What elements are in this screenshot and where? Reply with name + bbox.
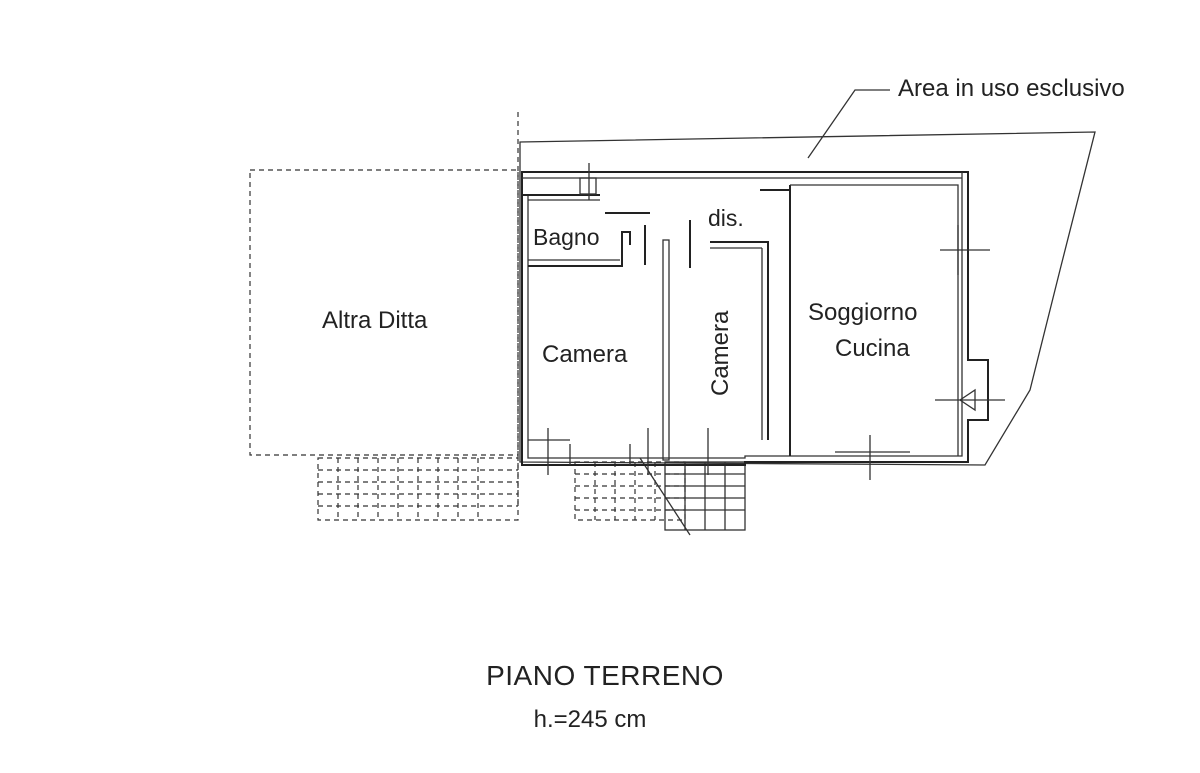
external-stairs-solid <box>639 457 746 536</box>
corridor-label: dis. <box>708 205 744 231</box>
exclusive-area-outline <box>519 131 1096 466</box>
bathroom-label: Bagno <box>533 224 600 250</box>
window-markers <box>528 163 1005 480</box>
external-stairs-left <box>317 457 519 521</box>
area-leader-line <box>807 89 890 159</box>
living-label-line2: Cucina <box>835 335 910 362</box>
ceiling-height-note: h.=245 cm <box>533 706 647 733</box>
floor-title: PIANO TERRENO <box>486 660 724 691</box>
bedroom-2-label: Camera <box>707 310 734 396</box>
other-company-label: Altra Ditta <box>322 307 428 334</box>
external-stairs-center <box>574 461 686 521</box>
other-company-outline <box>249 169 519 456</box>
outer-walls <box>521 171 989 466</box>
interior-walls <box>522 184 959 461</box>
bedroom-1-label: Camera <box>542 341 628 368</box>
area-exclusive-label: Area in uso esclusivo <box>898 75 1125 102</box>
living-label-line1: Soggiorno <box>808 299 917 326</box>
